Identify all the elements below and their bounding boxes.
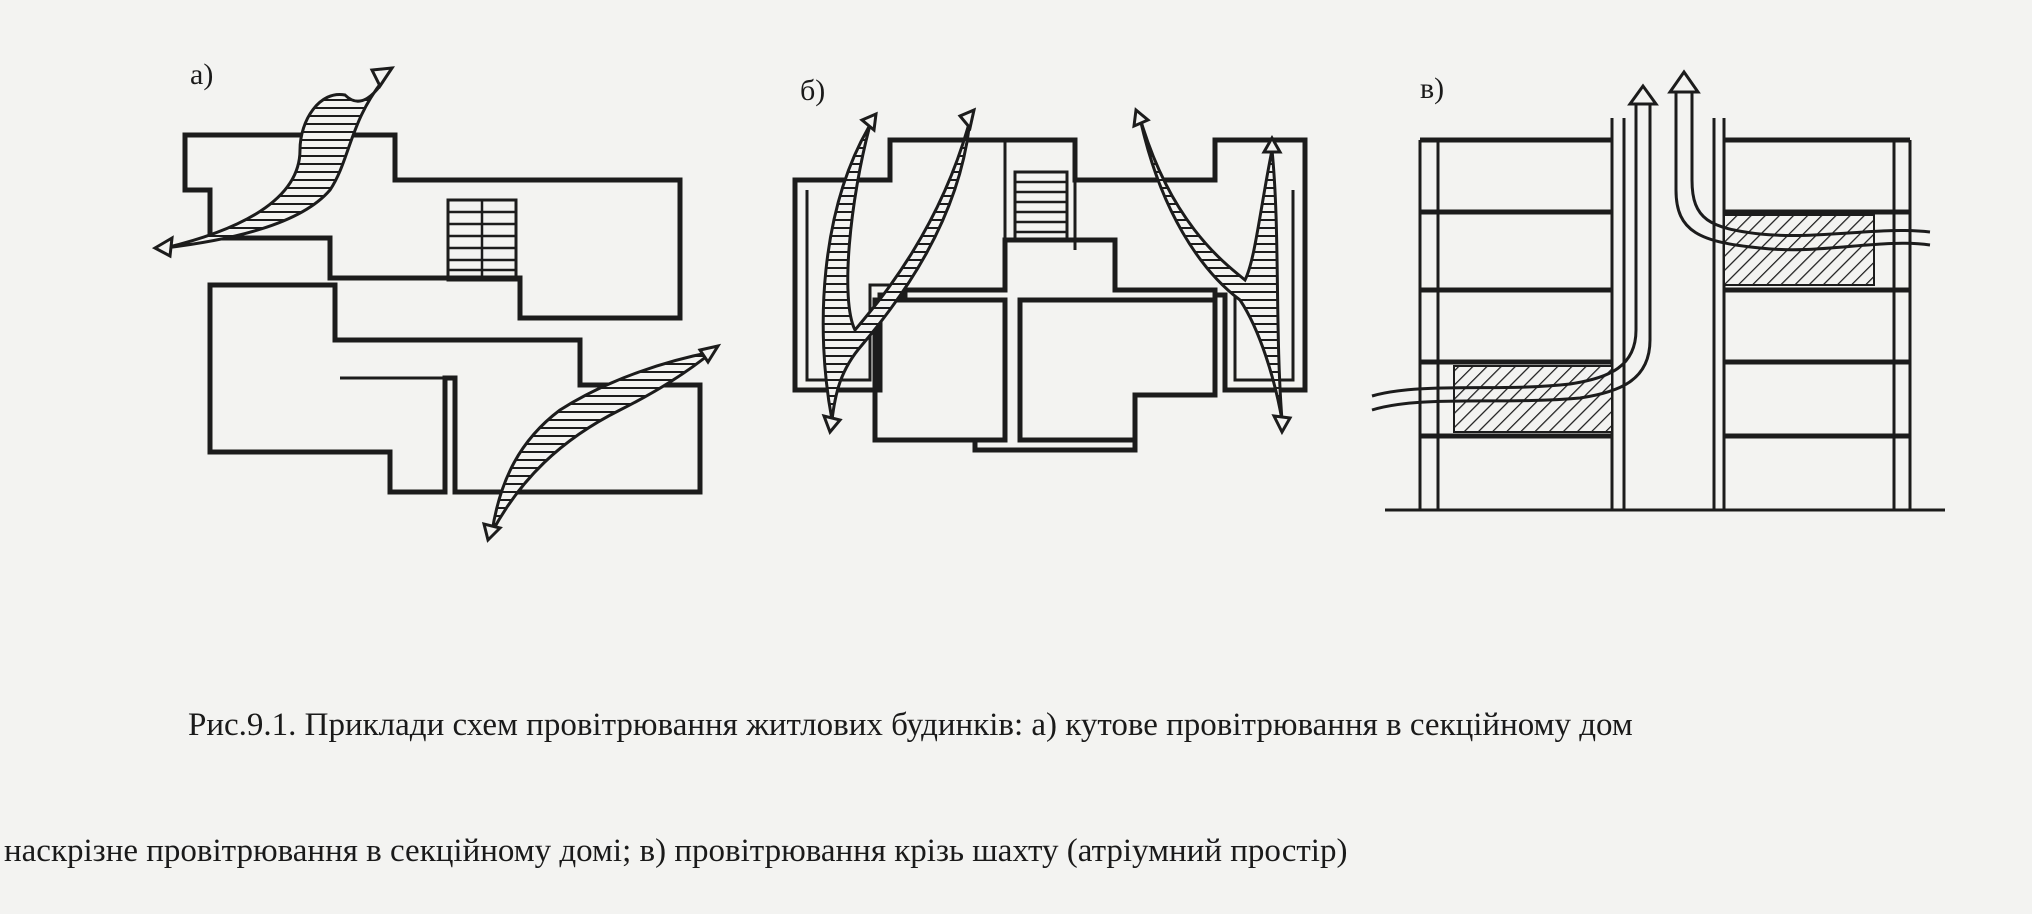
panel-b-arrow-right-out-1 [1132, 107, 1151, 129]
panel-c-arrow-left-out [1627, 83, 1659, 106]
panel-c-arrow-right-out [1667, 69, 1701, 94]
panel-b-arrow-right-in [1271, 414, 1293, 436]
panel-a-stair [446, 198, 518, 282]
panel-b-arrow-left-out-2 [957, 107, 977, 132]
panel-c-right-building [1712, 118, 1912, 510]
panel-c-airflow-right-inner [1690, 90, 1931, 237]
panel-b-airflow-left [821, 119, 972, 421]
panel-c-airflow-left-inner [1371, 100, 1638, 398]
panel-a-airflow-lower [490, 350, 713, 533]
caption-line-1: Рис.9.1. Приклади схем провітрювання жит… [188, 707, 1633, 743]
panel-b-lower-base [972, 440, 1138, 453]
panel-b-label: б) [800, 74, 825, 107]
panel-b-stair [1013, 170, 1069, 242]
panel-b-inner-left [805, 190, 895, 382]
panel-b-arrow-right-out-2 [1261, 134, 1283, 154]
panel-c-airflow-left [1371, 100, 1652, 412]
panel-b-arrow-left-out-1 [859, 111, 878, 133]
panel-a-arrow-upper-in [151, 235, 174, 259]
figure-caption: Рис.9.1. Приклади схем провітрювання жит… [0, 620, 2032, 914]
panel-a-lower-block-outline [207, 282, 703, 495]
panel-b-airflow-right [1138, 117, 1284, 421]
panel-b: б) [792, 74, 1308, 453]
panel-c-left-building [1418, 118, 1626, 510]
panel-b-arrow-left-in [821, 413, 843, 435]
panel-a-arrow-lower-in [481, 521, 503, 543]
panel-b-lower-unit-right [1017, 297, 1218, 443]
panel-b-lower-unit-left [872, 297, 1008, 443]
panel-a: а) [151, 58, 722, 543]
panel-a-airflow-upper [164, 77, 387, 250]
panel-b-central-core [1003, 140, 1077, 250]
panel-c: в) [1371, 69, 1945, 512]
panel-c-airflow-right [1674, 90, 1931, 252]
panel-a-arrow-lower-out [697, 343, 722, 365]
panel-a-upper-block-outline [182, 132, 683, 321]
ventilation-schemes-figure: а) б) [151, 58, 1945, 543]
caption-line-2: наскрізне провітрювання в секційному дом… [4, 833, 1348, 869]
panel-c-label: в) [1420, 72, 1444, 105]
panel-a-arrow-upper-out [369, 66, 396, 89]
panel-a-label: а) [190, 58, 213, 91]
